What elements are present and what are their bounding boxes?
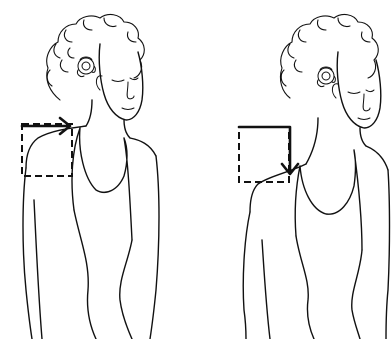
hair-flower-right bbox=[317, 67, 335, 87]
shoulder-right bbox=[250, 164, 306, 212]
arm-far-left bbox=[150, 156, 159, 339]
torso-left bbox=[74, 210, 132, 339]
mouth-right bbox=[358, 118, 370, 120]
figure-left bbox=[22, 15, 159, 339]
hair-left bbox=[47, 15, 145, 100]
arm-far-right bbox=[386, 170, 390, 339]
arrow-down-icon bbox=[239, 127, 298, 174]
nose-left bbox=[127, 82, 134, 99]
right-shoulder-left bbox=[130, 138, 156, 156]
arm-inner-left bbox=[34, 200, 42, 339]
shoulder-left bbox=[26, 126, 86, 168]
ear-right bbox=[332, 84, 338, 98]
torso-right bbox=[296, 236, 362, 339]
arm-near-left bbox=[23, 168, 32, 339]
arm-inner-right bbox=[262, 240, 270, 339]
mouth-left bbox=[122, 108, 134, 110]
hair-right bbox=[280, 15, 378, 98]
nose-right bbox=[363, 94, 370, 111]
tank-top-left bbox=[72, 128, 132, 240]
right-shoulder-right bbox=[366, 146, 388, 170]
eyes-right bbox=[348, 90, 374, 94]
figure-right bbox=[239, 15, 390, 339]
hair-flower-left bbox=[77, 57, 95, 77]
arm-near-right bbox=[243, 212, 250, 339]
face-left bbox=[99, 44, 143, 120]
arrow-right-icon bbox=[22, 118, 70, 134]
